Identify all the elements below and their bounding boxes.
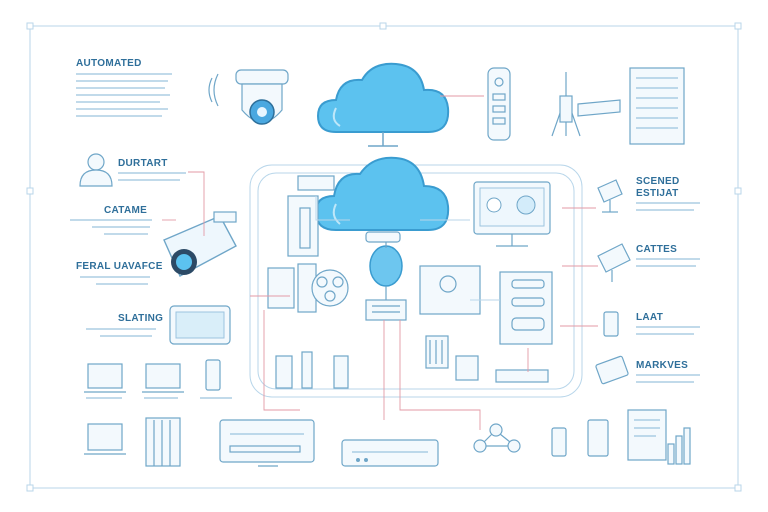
remote-icon: [487, 67, 511, 141]
label-cattes: CATTES: [636, 244, 677, 255]
document-icon: [627, 409, 667, 461]
label-scened: SCENED: [636, 176, 679, 187]
central-monitor-icon: [473, 181, 551, 247]
security-camera-icon: [163, 211, 237, 277]
cloud-icon: [316, 62, 450, 147]
tablet-icon: [169, 305, 231, 345]
label-catame: CATAME: [104, 205, 147, 216]
building-icon: [629, 67, 685, 145]
network-icon: [473, 423, 521, 453]
control-panel-icon: [419, 265, 553, 383]
central-cloud-icon: [314, 156, 450, 287]
dome-camera-right-icon: [597, 179, 623, 213]
label-durtart: DURTART: [118, 158, 168, 169]
camera-right-icon: [597, 243, 631, 282]
left-labels: AUTOMATED DURTART CATAME FERAL UAVAFCE S…: [70, 58, 186, 337]
user-icon: [79, 153, 113, 187]
antenna-tower-icon: [551, 72, 621, 137]
label-automated: AUTOMATED: [76, 58, 142, 69]
network-hub-icon: [311, 269, 407, 321]
phone-icon: [603, 311, 619, 337]
label-laat: LAAT: [636, 312, 663, 323]
dome-camera-icon: [208, 69, 289, 125]
router-icon: [219, 419, 315, 467]
label-estijat: ESTIJAT: [636, 188, 678, 199]
bar-chart-icon: [667, 427, 691, 465]
connector-lines: [162, 95, 598, 430]
label-feral-uavafce: FERAL UAVAFCE: [76, 261, 163, 272]
tablet-right-icon: [595, 355, 629, 385]
server-icon: [267, 175, 335, 313]
right-labels: SCENED ESTIJAT CATTES LAAT MARKVES: [636, 176, 700, 383]
label-slating: SLATING: [118, 313, 163, 324]
monitor-icon: [84, 359, 232, 399]
laptop-icon: [84, 417, 181, 467]
label-markves: MARKVES: [636, 360, 688, 371]
outer-frame: [26, 22, 742, 492]
mobile-devices-icon: [551, 419, 609, 457]
left-panel-icons: [275, 351, 479, 389]
switch-icon: [341, 439, 439, 467]
